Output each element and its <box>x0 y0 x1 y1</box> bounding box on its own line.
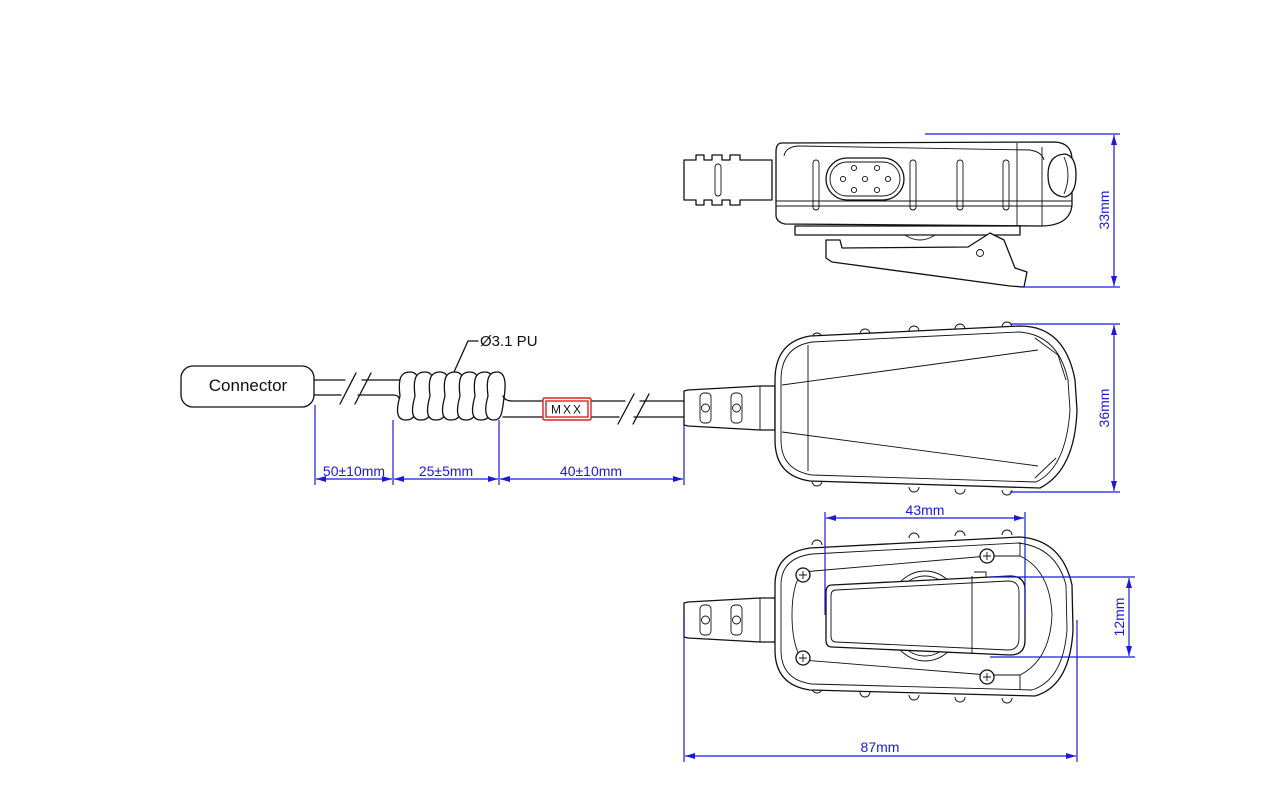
cable-segment-1 <box>313 372 401 405</box>
dim-clip-length: 43mm <box>906 502 945 518</box>
cable-dimensions: 50±10mm 25±5mm 40±10mm <box>314 405 685 485</box>
dim-coil-length: 25±5mm <box>419 463 473 479</box>
side-view <box>683 141 1077 288</box>
dim-coil-to-device: 40±10mm <box>560 463 622 479</box>
screw <box>795 548 995 685</box>
dim-top-width: 36mm <box>1096 389 1112 428</box>
microphone-grille <box>825 157 905 201</box>
connector-box: Connector <box>180 365 315 408</box>
dim-clip-width: 12mm <box>1111 598 1127 637</box>
back-view <box>683 529 1074 704</box>
dim-overall-length: 87mm <box>861 739 900 755</box>
cable-segment-2 <box>502 393 685 425</box>
cable-marker: MXX <box>542 397 592 421</box>
side-height-dimension: 33mm <box>925 133 1120 288</box>
belt-clip-back <box>825 571 1026 656</box>
cable-spec-label: Ø3.1 PU <box>480 333 538 350</box>
coiled-cable <box>396 371 506 421</box>
dim-side-height: 33mm <box>1096 191 1112 230</box>
top-view <box>683 321 1078 496</box>
dim-connector-to-coil: 50±10mm <box>323 463 385 479</box>
cable-assembly: Connector Ø3.1 PU <box>180 333 685 425</box>
back-dimensions: 43mm 12mm 87mm <box>683 502 1135 762</box>
cable-spec-callout: Ø3.1 PU <box>453 333 538 373</box>
cable-marker-text: MXX <box>551 403 583 417</box>
top-width-dimension: 36mm <box>1010 323 1120 493</box>
connector-label: Connector <box>209 376 288 395</box>
belt-clip-side <box>794 225 1028 288</box>
